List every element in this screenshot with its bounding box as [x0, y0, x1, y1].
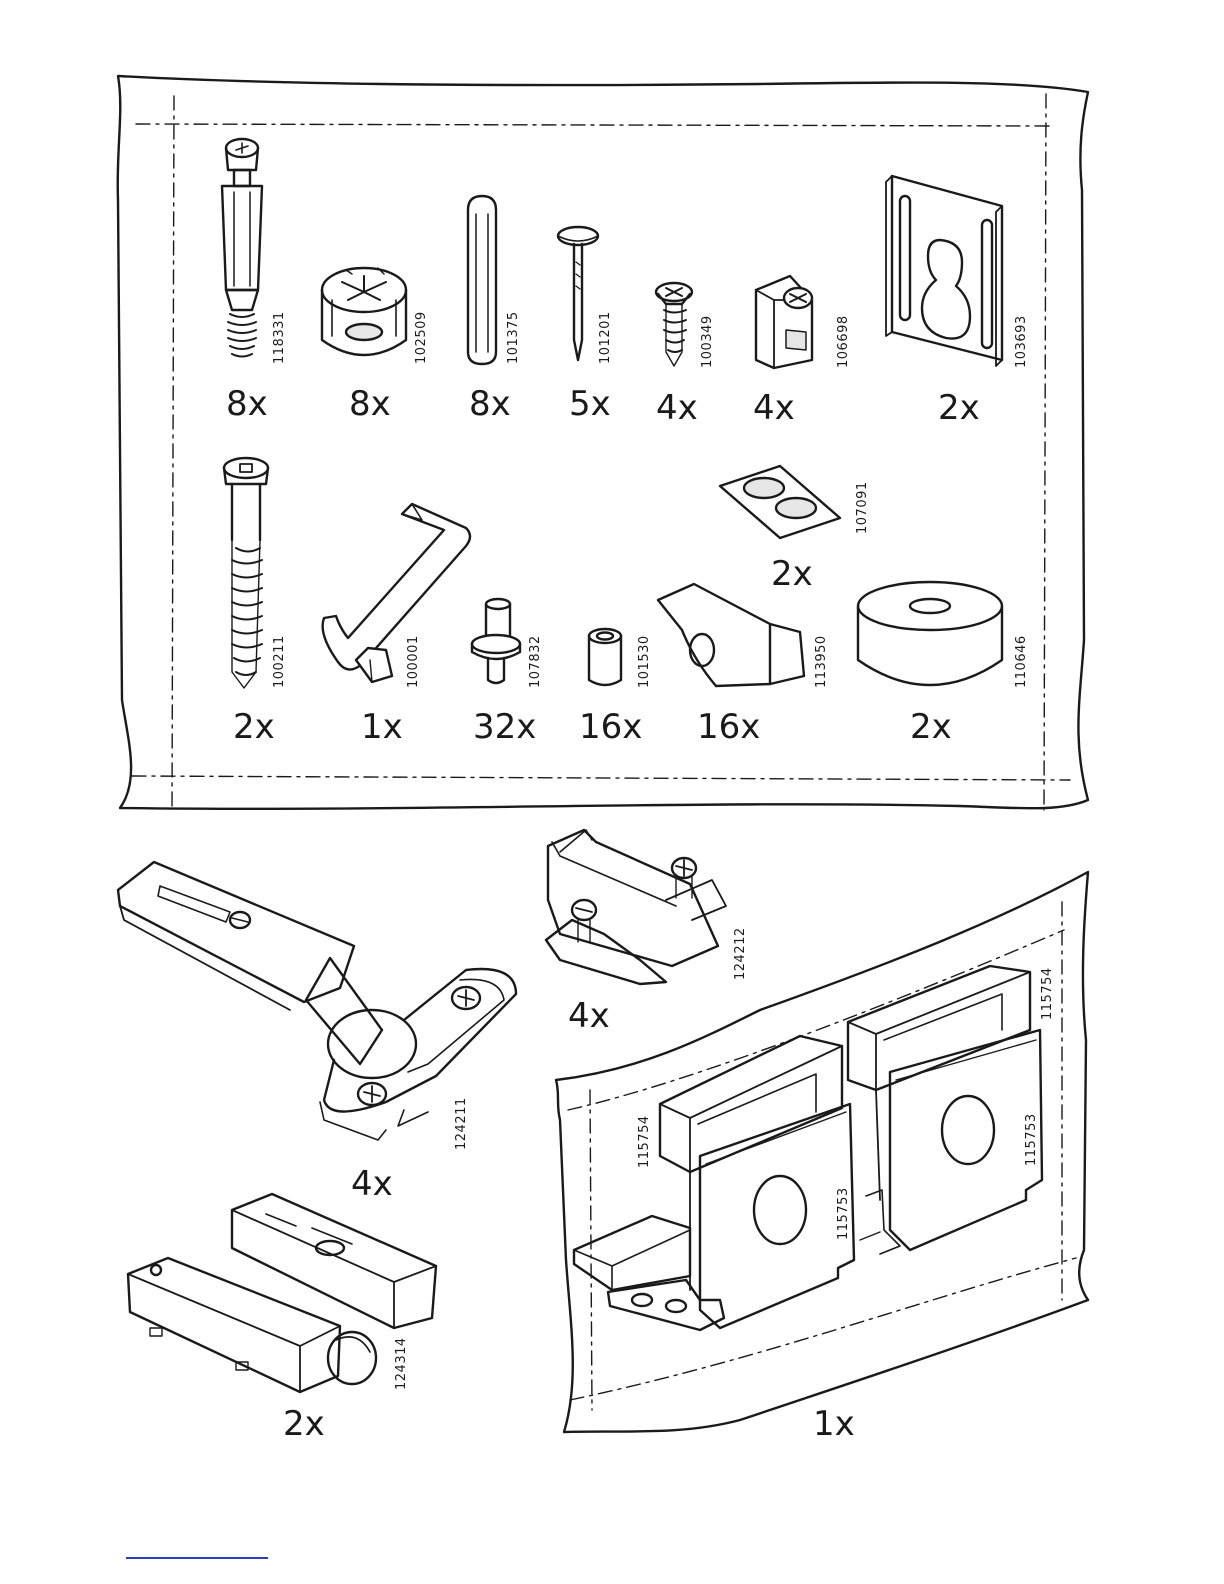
- quantity-100349: 4x: [656, 388, 698, 428]
- round-bumper-icon: [858, 582, 1002, 685]
- part-number-106698: 106698: [836, 315, 851, 368]
- quantity-107091: 2x: [771, 554, 813, 594]
- felt-pads-icon: [720, 466, 840, 538]
- part-number-100211: 100211: [272, 635, 287, 688]
- shelf-pin-icon: [472, 599, 520, 683]
- quantity-103693: 2x: [938, 388, 980, 428]
- quantity-101530: 16x: [579, 707, 642, 747]
- shelf-support-clip-icon: [658, 584, 804, 686]
- footer-rule: [126, 1557, 268, 1559]
- quantity-124211: 4x: [351, 1164, 393, 1204]
- bracket-label-115753-front: 115753: [836, 1187, 851, 1240]
- push-opener-damper-icon: [128, 1194, 436, 1392]
- part-number-110646: 110646: [1014, 635, 1029, 688]
- quantity-101375: 8x: [469, 384, 511, 424]
- hardware-bag-outline: [118, 76, 1088, 810]
- quantity-100211: 2x: [233, 707, 275, 747]
- part-number-107091: 107091: [855, 481, 870, 534]
- quantity-102509: 8x: [349, 384, 391, 424]
- short-screw-icon: [656, 283, 692, 366]
- bracket-label-115754-back: 115754: [1040, 967, 1055, 1020]
- part-number-100349: 100349: [700, 315, 715, 368]
- part-number-101375: 101375: [506, 311, 521, 364]
- wooden-dowel-icon: [468, 196, 496, 364]
- quantity-124314: 2x: [283, 1404, 325, 1444]
- cam-lock-bolt-icon: [222, 139, 262, 357]
- quantity-101201: 5x: [569, 384, 611, 424]
- connector-bolt-icon: [224, 458, 268, 688]
- quantity-118331: 8x: [226, 384, 268, 424]
- nail-icon: [558, 227, 598, 360]
- quantity-107832: 32x: [473, 707, 536, 747]
- quantity-124212: 4x: [568, 996, 610, 1036]
- part-number-101201: 101201: [598, 311, 613, 364]
- part-number-103693: 103693: [1014, 315, 1029, 368]
- hinge-mounting-plate-icon: [546, 830, 726, 984]
- bracket-label-115754-front: 115754: [637, 1115, 652, 1168]
- part-number-102509: 102509: [414, 311, 429, 364]
- quantity-bracket-bag: 1x: [813, 1404, 855, 1444]
- keyhole-hanger-icon: [886, 176, 1002, 366]
- quantity-100001: 1x: [361, 707, 403, 747]
- quantity-110646: 2x: [910, 707, 952, 747]
- part-number-124314: 124314: [394, 1337, 409, 1390]
- part-number-107832: 107832: [528, 635, 543, 688]
- part-number-101530: 101530: [637, 635, 652, 688]
- part-number-100001: 100001: [406, 635, 421, 688]
- spacer-sleeve-icon: [589, 629, 621, 685]
- quantity-113950: 16x: [697, 707, 760, 747]
- part-number-118331: 118331: [272, 311, 287, 364]
- cam-lock-nut-icon: [322, 268, 406, 355]
- part-number-124212: 124212: [733, 927, 748, 980]
- part-number-124211: 124211: [454, 1097, 469, 1150]
- allen-key-icon: [323, 504, 470, 682]
- bracket-label-115753-back: 115753: [1024, 1113, 1039, 1166]
- corner-bracket-icon: [756, 276, 812, 368]
- quantity-106698: 4x: [753, 388, 795, 428]
- part-number-113950: 113950: [814, 635, 829, 688]
